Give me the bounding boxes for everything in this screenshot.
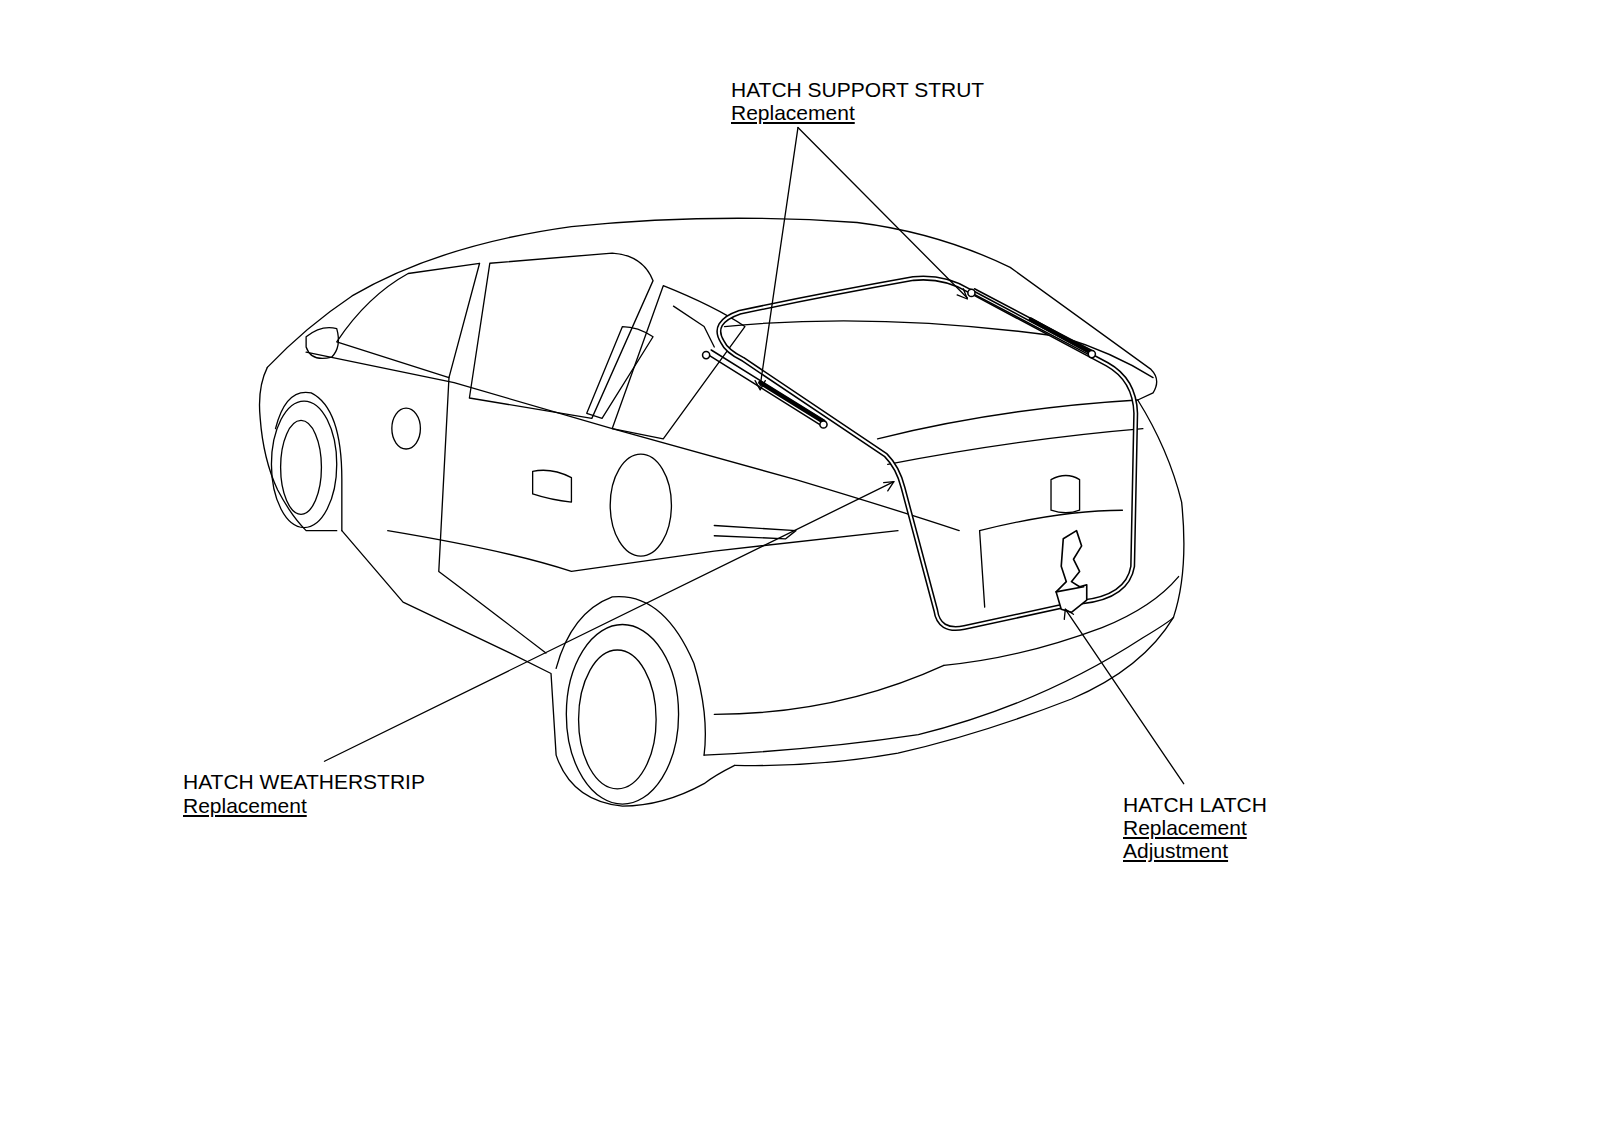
- part-name: HATCH LATCH: [1123, 793, 1267, 817]
- part-name: HATCH WEATHERSTRIP: [183, 770, 425, 794]
- procedure-link: Adjustment: [1123, 839, 1228, 863]
- procedure-link: Replacement: [731, 101, 855, 125]
- procedure-link: Replacement: [183, 794, 307, 818]
- part-name: HATCH SUPPORT STRUT: [731, 78, 984, 102]
- procedure-link: Replacement: [1123, 816, 1247, 840]
